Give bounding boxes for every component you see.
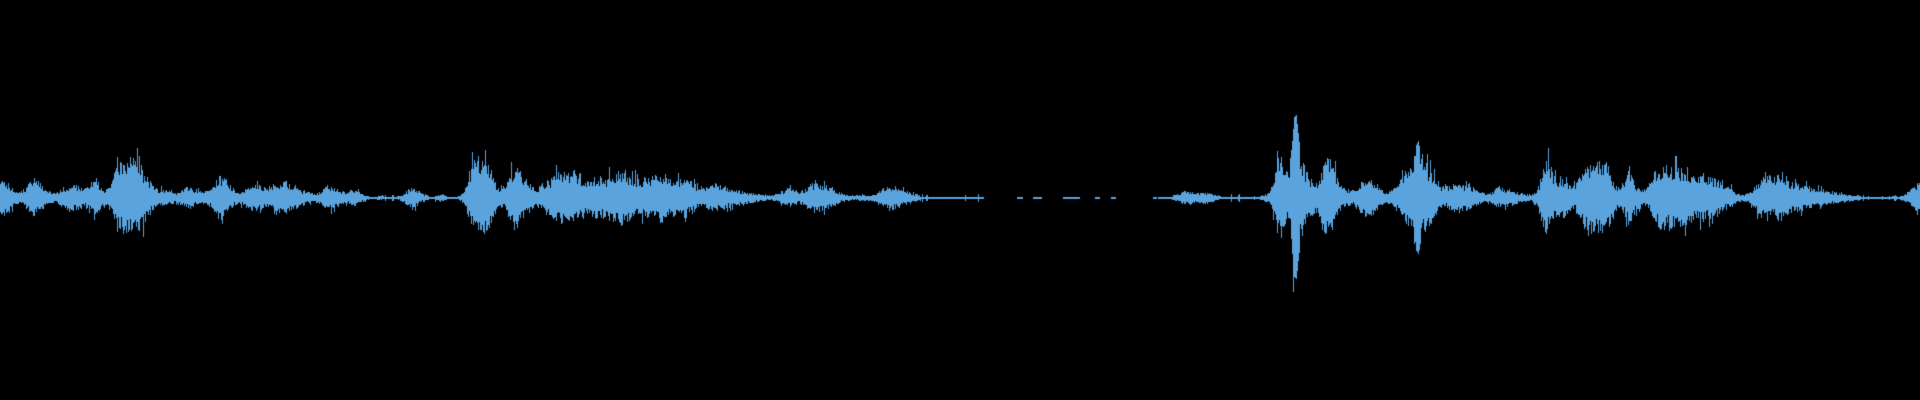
audio-waveform-canvas xyxy=(0,0,1920,400)
waveform-viewport xyxy=(0,0,1920,400)
